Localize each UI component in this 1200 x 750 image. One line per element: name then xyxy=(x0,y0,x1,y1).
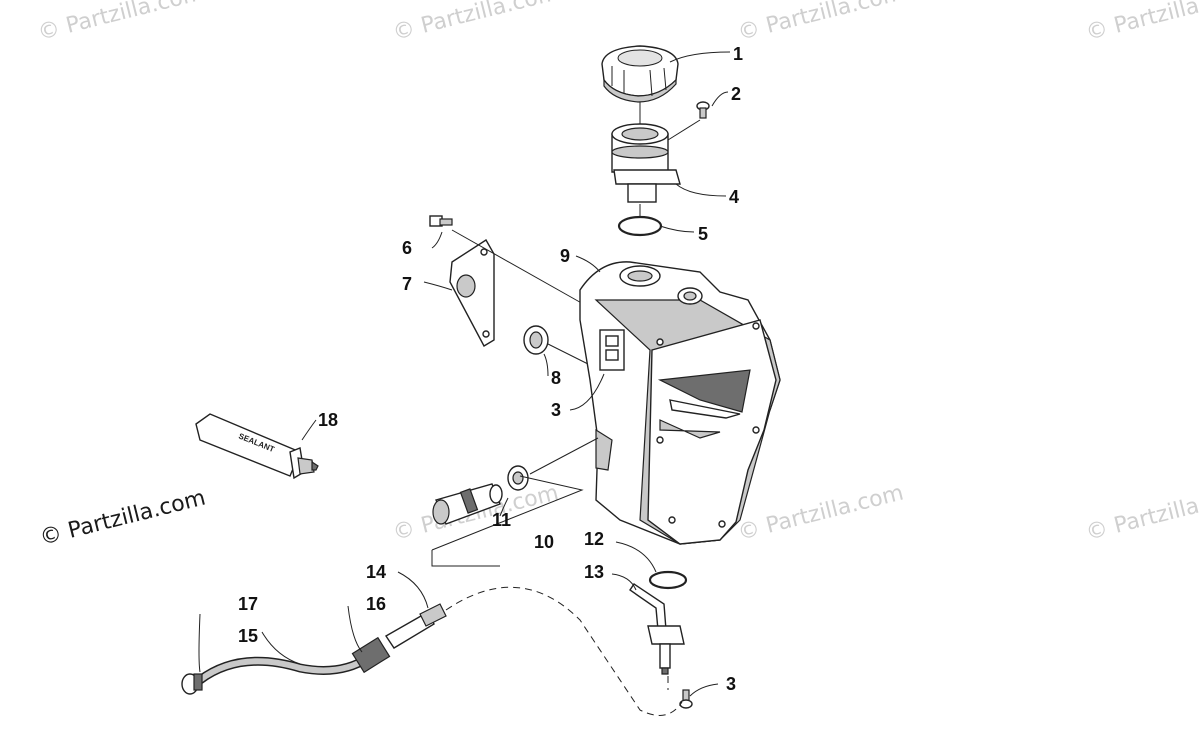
callout-10: 10 xyxy=(534,532,554,552)
pickup-o-ring-part xyxy=(648,570,688,590)
watermark: © Partzilla.com xyxy=(35,0,206,46)
callout-5: 5 xyxy=(698,224,708,244)
callout-8: 8 xyxy=(551,368,561,388)
callout-2: 2 xyxy=(731,84,741,104)
callout-15: 15 xyxy=(238,626,258,646)
callout-7: 7 xyxy=(402,274,412,294)
bolt-part xyxy=(429,215,453,227)
pickup-tube-part xyxy=(629,583,685,675)
sealant-tube-part: SEALANT xyxy=(195,413,319,480)
callout-1: 1 xyxy=(733,44,743,64)
hose-assembly-part xyxy=(181,603,447,695)
callout-9: 9 xyxy=(560,246,570,266)
callout-18: 18 xyxy=(318,410,338,430)
partzilla-watermark: © Partzilla.com xyxy=(37,485,208,550)
callout-3-lower: 3 xyxy=(726,674,736,694)
callout-6: 6 xyxy=(402,238,412,258)
o-ring-part xyxy=(617,215,663,237)
callout-11: 11 xyxy=(492,510,511,530)
watermark: © Partzilla.com xyxy=(1083,480,1200,545)
callout-13: 13 xyxy=(584,562,604,582)
callout-4: 4 xyxy=(729,187,739,207)
washer-part xyxy=(507,465,529,491)
watermark: © Partzilla.com xyxy=(735,480,906,545)
callout-17: 17 xyxy=(238,594,258,614)
watermark: © Partzilla.com xyxy=(735,0,906,46)
grommet-part xyxy=(523,325,549,355)
screw-part xyxy=(696,101,710,119)
callout-14: 14 xyxy=(366,562,386,582)
leader-lines xyxy=(198,51,731,697)
callout-16: 16 xyxy=(366,594,386,614)
screw-part-lower xyxy=(679,689,693,709)
filler-neck-part xyxy=(611,119,701,203)
callout-labels: 1 2 4 5 6 9 7 8 3 18 11 10 12 13 14 16 1… xyxy=(238,44,743,694)
watermark: © Partzilla.com xyxy=(1083,0,1200,46)
oil-tank-part xyxy=(579,261,781,545)
fuel-cap-part xyxy=(601,45,679,103)
bracket-plate-part xyxy=(449,239,495,347)
callout-3: 3 xyxy=(551,400,561,420)
callout-12: 12 xyxy=(584,529,604,549)
watermark: © Partzilla.com xyxy=(390,0,561,46)
hose-route-dashed xyxy=(445,586,683,716)
fitting-part xyxy=(432,483,503,525)
